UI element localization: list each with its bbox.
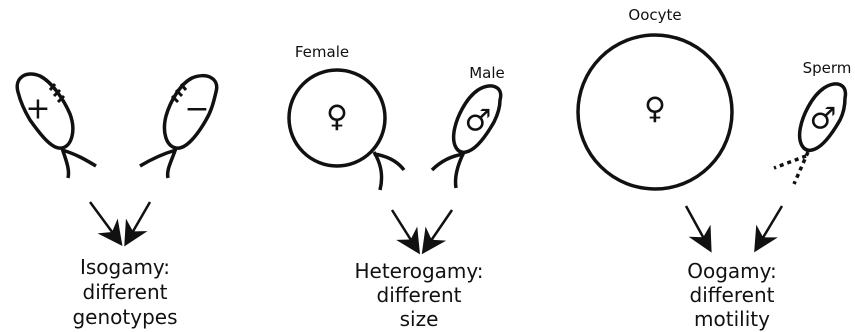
plus-symbol: + (25, 92, 50, 127)
isogamy-minus-gamete: − (140, 76, 217, 178)
heterogamy-caption-line2: different (377, 283, 462, 307)
heterogamy-caption-line1: Heterogamy: (354, 259, 483, 283)
female-symbol: ♀ (326, 100, 348, 135)
oogamy-caption-line1: Oogamy: (687, 259, 777, 283)
isogamy-panel: + − Isogamy: different genotypes (17, 74, 216, 329)
male-label: Male (469, 64, 505, 82)
male-gamete: ♂ (432, 86, 501, 188)
oocyte-female-symbol: ♀ (644, 92, 666, 127)
minus-symbol: − (184, 92, 209, 127)
sperm: ♂ (774, 84, 845, 184)
arrow (128, 202, 150, 240)
isogamy-caption-line1: Isogamy: (80, 255, 170, 279)
arrow (90, 202, 118, 240)
male-symbol: ♂ (465, 104, 492, 139)
sperm-label: Sperm (803, 59, 852, 77)
dotted-tail (774, 156, 806, 168)
sperm-male-symbol: ♂ (810, 102, 837, 137)
isogamy-caption-line3: genotypes (72, 305, 177, 329)
oocyte-label: Oocyte (628, 6, 681, 24)
isogamy-caption-line2: different (83, 280, 168, 304)
arrow (426, 210, 452, 248)
heterogamy-caption-line3: size (400, 307, 439, 331)
oogamy-caption-line2: different (690, 283, 775, 307)
heterogamy-panel: Female Male ♀ ♂ Heterogamy: different si… (289, 43, 505, 331)
oogamy-caption-line3: motility (694, 307, 770, 331)
arrow (392, 210, 416, 248)
arrow (686, 206, 708, 246)
female-gamete: ♀ (289, 70, 404, 190)
isogamy-plus-gamete: + (17, 74, 96, 178)
arrow (758, 206, 782, 246)
oocyte: ♀ (578, 35, 732, 189)
oogamy-panel: Oocyte Sperm ♀ ♂ Oogamy: different motil… (578, 6, 851, 331)
female-label: Female (295, 43, 349, 61)
